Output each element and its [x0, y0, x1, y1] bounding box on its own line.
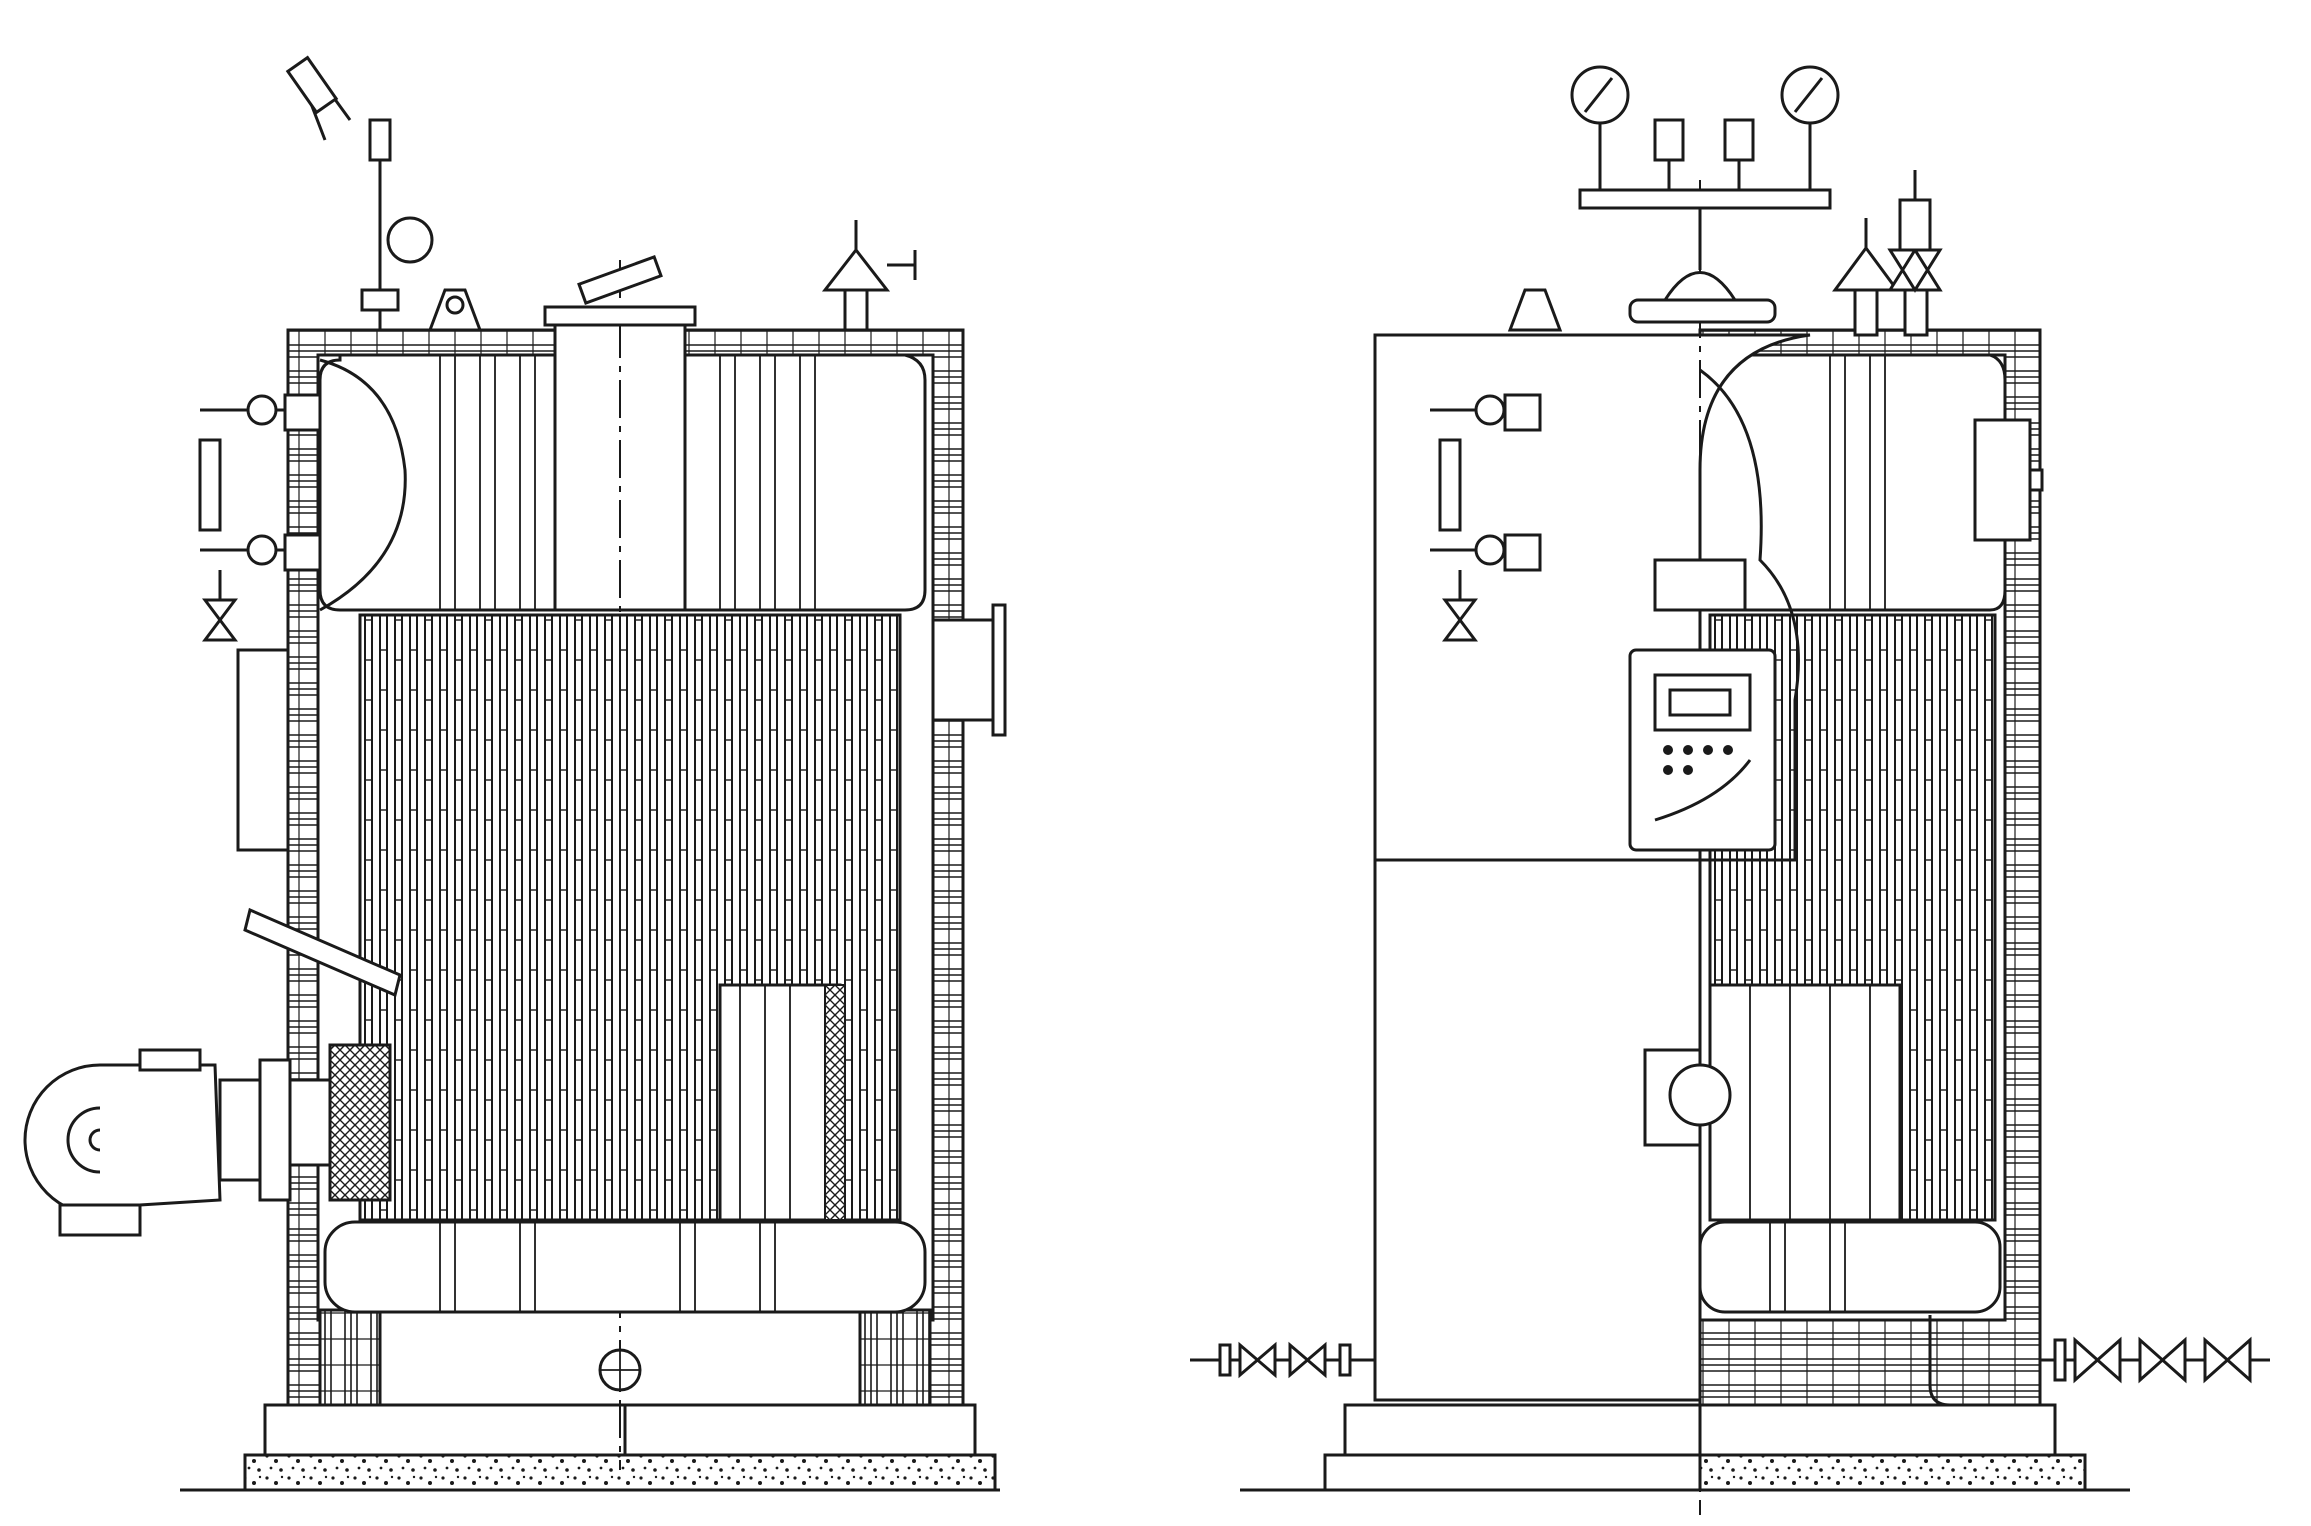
side-access-door	[236, 648, 290, 852]
valve-icon	[2138, 1336, 2187, 1384]
manifold-gauges	[1570, 65, 1840, 190]
pressure-switch-icon	[1653, 118, 1685, 162]
gauge-cock-icon	[246, 394, 278, 426]
inspection-panel	[718, 983, 842, 1222]
top-manhole-cover	[1628, 298, 1777, 324]
blowdown-outlet-valves	[1928, 1315, 2270, 1407]
top-flange	[543, 305, 697, 327]
safety-valve-icon	[821, 247, 891, 292]
flue-gas-outlet	[931, 618, 995, 722]
valve-icon	[1238, 1341, 1277, 1379]
valve-icon	[1288, 1341, 1327, 1379]
water-level-glass-right	[1438, 438, 1462, 532]
side-section-view	[1190, 65, 2270, 1515]
stop-valve-icon	[1887, 247, 1943, 293]
burner-assembly	[23, 1043, 392, 1237]
lifting-lug-right	[1507, 288, 1563, 332]
drain-valve-icon	[202, 617, 238, 642]
side-manhole	[1973, 418, 2032, 542]
pressure-gauge-icon	[386, 216, 434, 264]
front-section-view	[23, 55, 1007, 1492]
nameplate	[1653, 558, 1747, 612]
valve-icon	[2073, 1336, 2122, 1384]
gauge-cock-icon	[246, 534, 278, 566]
burner-flange	[218, 1078, 262, 1182]
feedwater-inlet-valves	[1190, 1341, 1375, 1379]
pressure-switch-icon	[1723, 118, 1755, 162]
water-level-glass	[198, 438, 222, 532]
fuel-feed-pipe	[243, 907, 402, 998]
upper-steam-drum-right	[1698, 353, 2007, 612]
valve-icon	[2203, 1336, 2252, 1384]
gauge-manifold	[1578, 188, 1832, 210]
safety-valve-icon	[1832, 245, 1900, 292]
lower-mud-drum	[323, 1220, 927, 1314]
inspection-panel-right	[1708, 983, 1902, 1222]
